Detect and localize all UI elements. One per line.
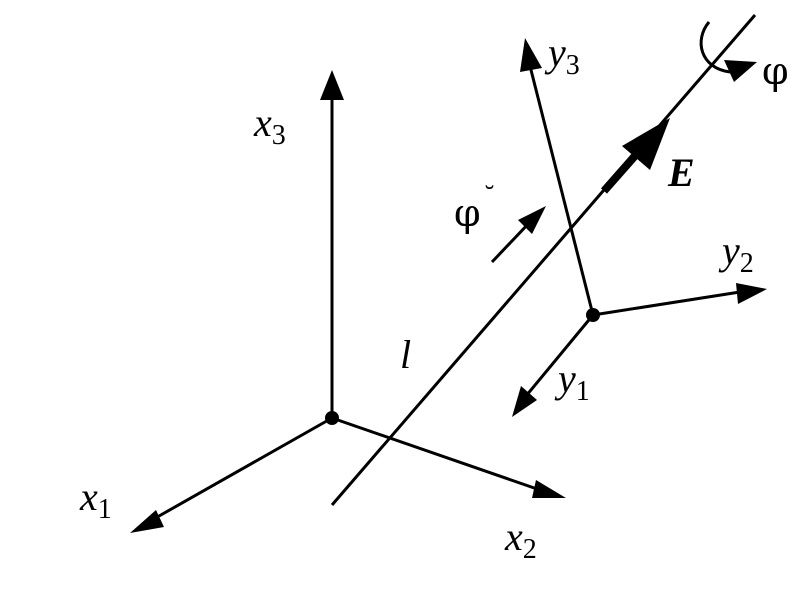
label-phi-rotation: φ: [762, 49, 789, 93]
label-y2: y2: [718, 228, 754, 279]
x-origin-point: [325, 411, 339, 425]
label-field-e: E: [667, 150, 695, 195]
phi-dot-arrowhead: [518, 206, 546, 234]
y2-arrowhead: [736, 283, 767, 304]
label-x1: x1: [79, 474, 112, 525]
e-vector-arrowhead: [622, 118, 670, 170]
rotation-arc: [699, 21, 731, 74]
y-origin-point: [586, 308, 600, 322]
label-x3: x3: [253, 100, 286, 151]
line-l: [330, 14, 757, 506]
phi-dot-mark: ˘: [483, 183, 496, 213]
phi-dot-arrow-shaft: [490, 220, 532, 264]
y2-axis: [592, 290, 741, 317]
x1-axis: [151, 416, 333, 522]
y3-axis: [528, 65, 595, 316]
label-y3: y3: [544, 30, 580, 81]
y3-arrowhead: [520, 38, 542, 72]
x2-axis: [331, 416, 541, 492]
rotation-arrowhead: [724, 60, 757, 82]
x3-arrowhead: [320, 70, 344, 100]
x1-arrowhead: [130, 510, 164, 533]
x2-arrowhead: [532, 480, 566, 498]
label-line-l: l: [400, 332, 411, 377]
label-x2: x2: [504, 514, 537, 565]
y1-axis: [524, 314, 595, 397]
y1-arrowhead: [512, 386, 537, 417]
label-y1: y1: [554, 356, 590, 407]
label-phi-dot: φ: [454, 191, 481, 235]
